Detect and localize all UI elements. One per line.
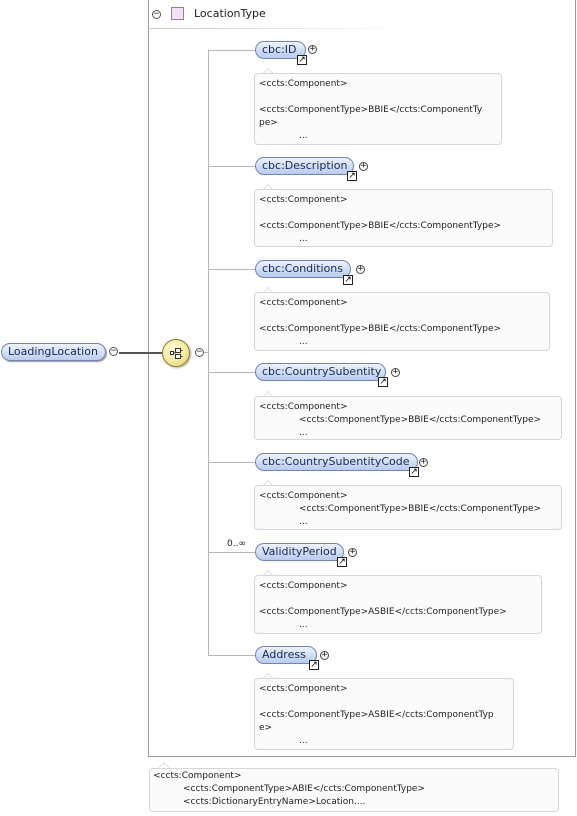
doc-pointer [262,68,274,74]
doc-line: <ccts:ComponentType>BBIE</ccts:Component… [259,105,483,115]
branch-line [208,462,255,463]
reference-arrow-icon: ↗ [409,467,419,477]
element-cbc-countrysubentity[interactable]: cbc:CountrySubentity [255,363,386,381]
sequence-connector [204,352,208,353]
expand-plus-icon[interactable]: + [308,44,317,54]
documentation-box: <ccts:Component> <ccts:ComponentType>BBI… [254,485,562,530]
branch-line [208,166,255,167]
doc-ellipsis: ... [299,736,308,746]
branch-line [208,50,255,51]
note-pointer [158,762,170,768]
root-connector [119,352,163,354]
doc-gap [259,91,497,104]
documentation-box: <ccts:Component> <ccts:ComponentType>BBI… [254,292,550,351]
element-label: cbc:CountrySubentityCode [262,455,410,468]
sequence-compositor-icon [170,348,183,359]
documentation-box: <ccts:Component> <ccts:ComponentType>ASB… [254,575,542,634]
sequence-compositor[interactable] [162,339,190,367]
doc-line: <ccts:Component> [259,402,348,412]
doc-line: <ccts:ComponentType>BBIE</ccts:Component… [299,415,542,425]
doc-ellipsis: ... [299,234,308,244]
element-label: ValidityPeriod [262,545,337,558]
expand-plus-icon[interactable]: + [419,457,428,467]
expand-plus-icon[interactable]: + [391,367,400,377]
root-collapse-icon[interactable]: − [109,346,118,356]
sequence-collapse-icon[interactable]: − [195,347,204,357]
type-name-label: LocationType [194,7,266,20]
cardinality-label: 0..∞ [227,539,246,549]
documentation-box: <ccts:Component> <ccts:ComponentType>BBI… [254,189,553,247]
element-cbc-description[interactable]: cbc:Description [255,157,354,175]
doc-ellipsis: ... [299,337,308,347]
doc-ellipsis: ... [299,517,308,527]
expand-plus-icon[interactable]: + [320,650,329,660]
doc-line: pe> [259,118,278,128]
element-cbc-countrysubentitycode[interactable]: cbc:CountrySubentityCode [255,453,418,471]
doc-pointer [262,673,274,679]
element-address[interactable]: Address [255,646,317,664]
doc-line: <ccts:ComponentType>ASBIE</ccts:Componen… [259,607,507,617]
type-documentation-note: <ccts:Component> <ccts:ComponentType>ABI… [149,768,559,812]
reference-arrow-icon: ↗ [343,275,353,285]
branch-line [208,269,255,270]
reference-arrow-icon: ↗ [297,55,307,65]
doc-line: <ccts:Component> [259,195,348,205]
doc-line: <ccts:ComponentType>BBIE</ccts:Component… [259,221,502,231]
complex-type-icon [171,7,184,20]
doc-line: <ccts:Component> [259,298,348,308]
element-label: cbc:Description [262,159,348,172]
doc-pointer [262,184,274,190]
branch-line [208,655,255,656]
doc-line: <ccts:Component> [259,491,348,501]
type-collapse-icon[interactable]: − [152,9,161,19]
doc-gap [259,207,548,220]
doc-pointer [262,287,274,293]
doc-line: e> [259,723,273,733]
element-label: cbc:ID [262,43,297,56]
note-line: <ccts:ComponentType>ABIE</ccts:Component… [183,784,426,794]
doc-gap [259,310,545,323]
doc-gap [259,593,537,606]
note-line: <ccts:Component> [153,771,242,781]
root-element-label: LoadingLocation [8,345,98,358]
doc-pointer [262,480,274,486]
doc-ellipsis: ... [299,620,308,630]
doc-pointer [262,391,274,397]
doc-pointer [262,570,274,576]
note-line: <ccts:DictionaryEntryName>Location.... [183,797,366,807]
reference-arrow-icon: ↗ [309,660,319,670]
branch-line [208,372,255,373]
reference-arrow-icon: ↗ [347,171,357,181]
expand-plus-icon[interactable]: + [348,547,357,557]
element-label: cbc:Conditions [262,262,344,275]
expand-plus-icon[interactable]: + [359,161,368,171]
element-label: Address [262,648,306,661]
element-cbc-id[interactable]: cbc:ID [255,41,306,59]
documentation-box: <ccts:Component> <ccts:ComponentType>BBI… [254,73,502,145]
element-label: cbc:CountrySubentity [262,365,382,378]
doc-ellipsis: ... [299,428,308,438]
expand-plus-icon[interactable]: + [356,264,365,274]
documentation-box: <ccts:Component> <ccts:ComponentType>ASB… [254,678,514,750]
doc-line: <ccts:ComponentType>BBIE</ccts:Component… [259,324,502,334]
documentation-box: <ccts:Component> <ccts:ComponentType>BBI… [254,396,562,440]
element-cbc-conditions[interactable]: cbc:Conditions [255,260,351,278]
root-element-loadinglocation[interactable]: LoadingLocation [1,343,106,361]
doc-line: <ccts:ComponentType>BBIE</ccts:Component… [299,504,542,514]
type-header-divider [150,28,405,29]
element-validityperiod[interactable]: ValidityPeriod [255,543,344,561]
doc-gap [259,696,509,709]
doc-line: <ccts:Component> [259,684,348,694]
reference-arrow-icon: ↗ [337,557,347,567]
doc-line: <ccts:ComponentType>ASBIE</ccts:Componen… [259,710,494,720]
reference-arrow-icon: ↗ [378,377,388,387]
tree-trunk-line [208,50,209,656]
doc-ellipsis: ... [299,131,308,141]
doc-line: <ccts:Component> [259,581,348,591]
branch-line [208,552,255,553]
doc-line: <ccts:Component> [259,79,348,89]
